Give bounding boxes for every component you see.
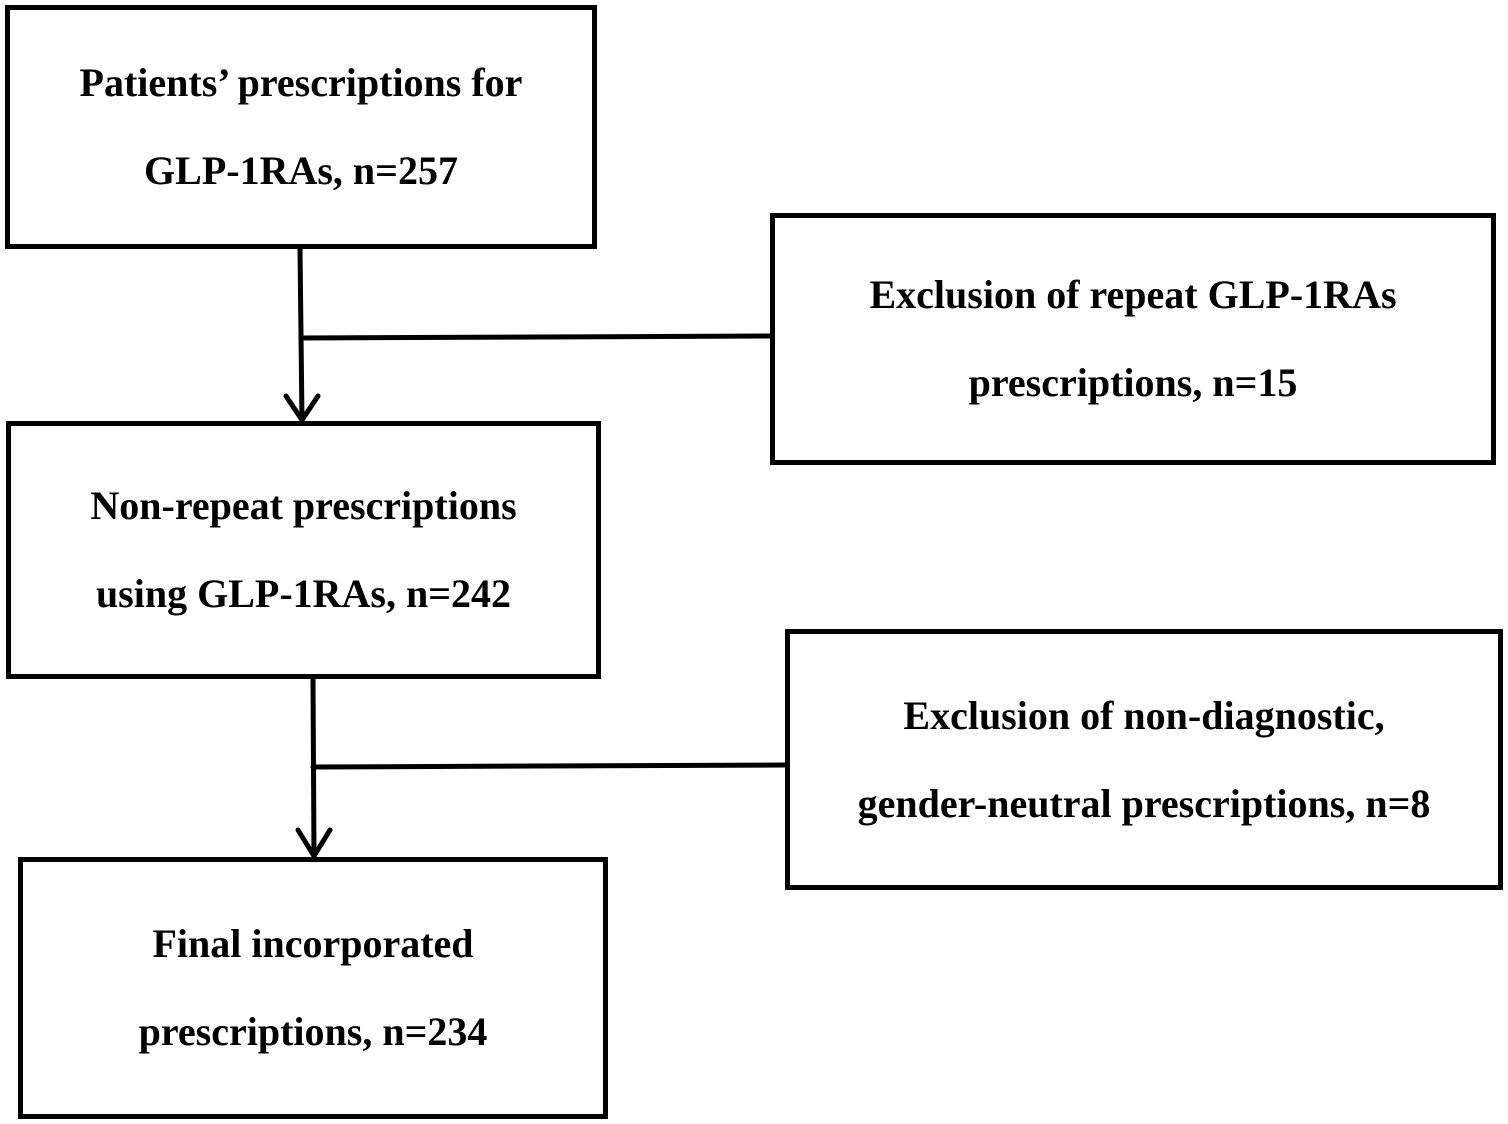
box-exclusion-repeat-line-1: Exclusion of repeat GLP-1RAs	[869, 272, 1397, 317]
box-exclusion-non-diagnostic: Exclusion of non-diagnostic, gender-neut…	[785, 629, 1503, 890]
branch-line-exclusion-repeat	[298, 333, 773, 341]
box-exclusion-repeat: Exclusion of repeat GLP-1RAs prescriptio…	[770, 213, 1496, 465]
box-non-repeat-line-1: Non-repeat prescriptions	[90, 483, 517, 528]
box-start-line-1: Patients’ prescriptions for	[79, 60, 523, 105]
box-non-repeat-line-2: using GLP-1RAs, n=242	[95, 571, 512, 616]
box-exclusion-nondiagnostic-line-2: gender-neutral prescriptions, n=8	[857, 780, 1431, 826]
box-exclusion-repeat-line-2: prescriptions, n=15	[968, 360, 1298, 405]
flow-line-start-to-nonrepeat	[297, 246, 305, 424]
box-final-line-1: Final incorporated	[152, 921, 474, 966]
box-non-repeat-prescriptions: Non-repeat prescriptions using GLP-1RAs,…	[6, 421, 601, 679]
box-patients-prescriptions: Patients’ prescriptions for GLP-1RAs, n=…	[5, 5, 597, 249]
arrowhead-final	[295, 827, 333, 859]
box-final-line-2: prescriptions, n=234	[138, 1009, 488, 1054]
box-exclusion-nondiagnostic-line-1: Exclusion of non-diagnostic,	[903, 692, 1385, 738]
arrowhead-nonrepeat	[283, 393, 321, 423]
branch-line-exclusion-nondiagnostic	[310, 762, 788, 770]
flow-line-nonrepeat-to-final	[310, 676, 317, 860]
box-start-line-2: GLP-1RAs, n=257	[144, 148, 458, 193]
box-final-incorporated: Final incorporated prescriptions, n=234	[18, 857, 608, 1119]
